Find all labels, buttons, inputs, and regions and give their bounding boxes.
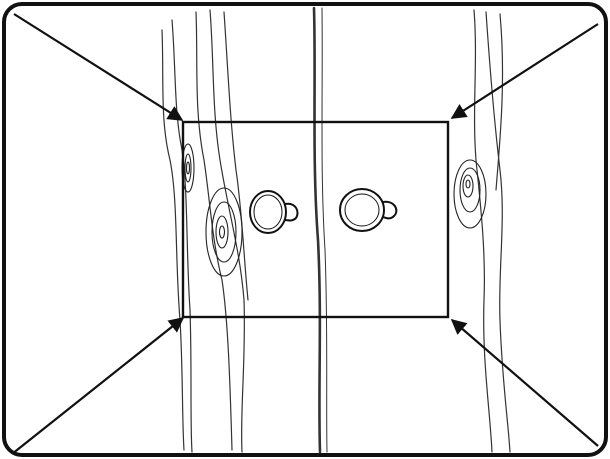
diagram-frame: [0, 0, 610, 459]
diagram-svg: [0, 0, 610, 459]
